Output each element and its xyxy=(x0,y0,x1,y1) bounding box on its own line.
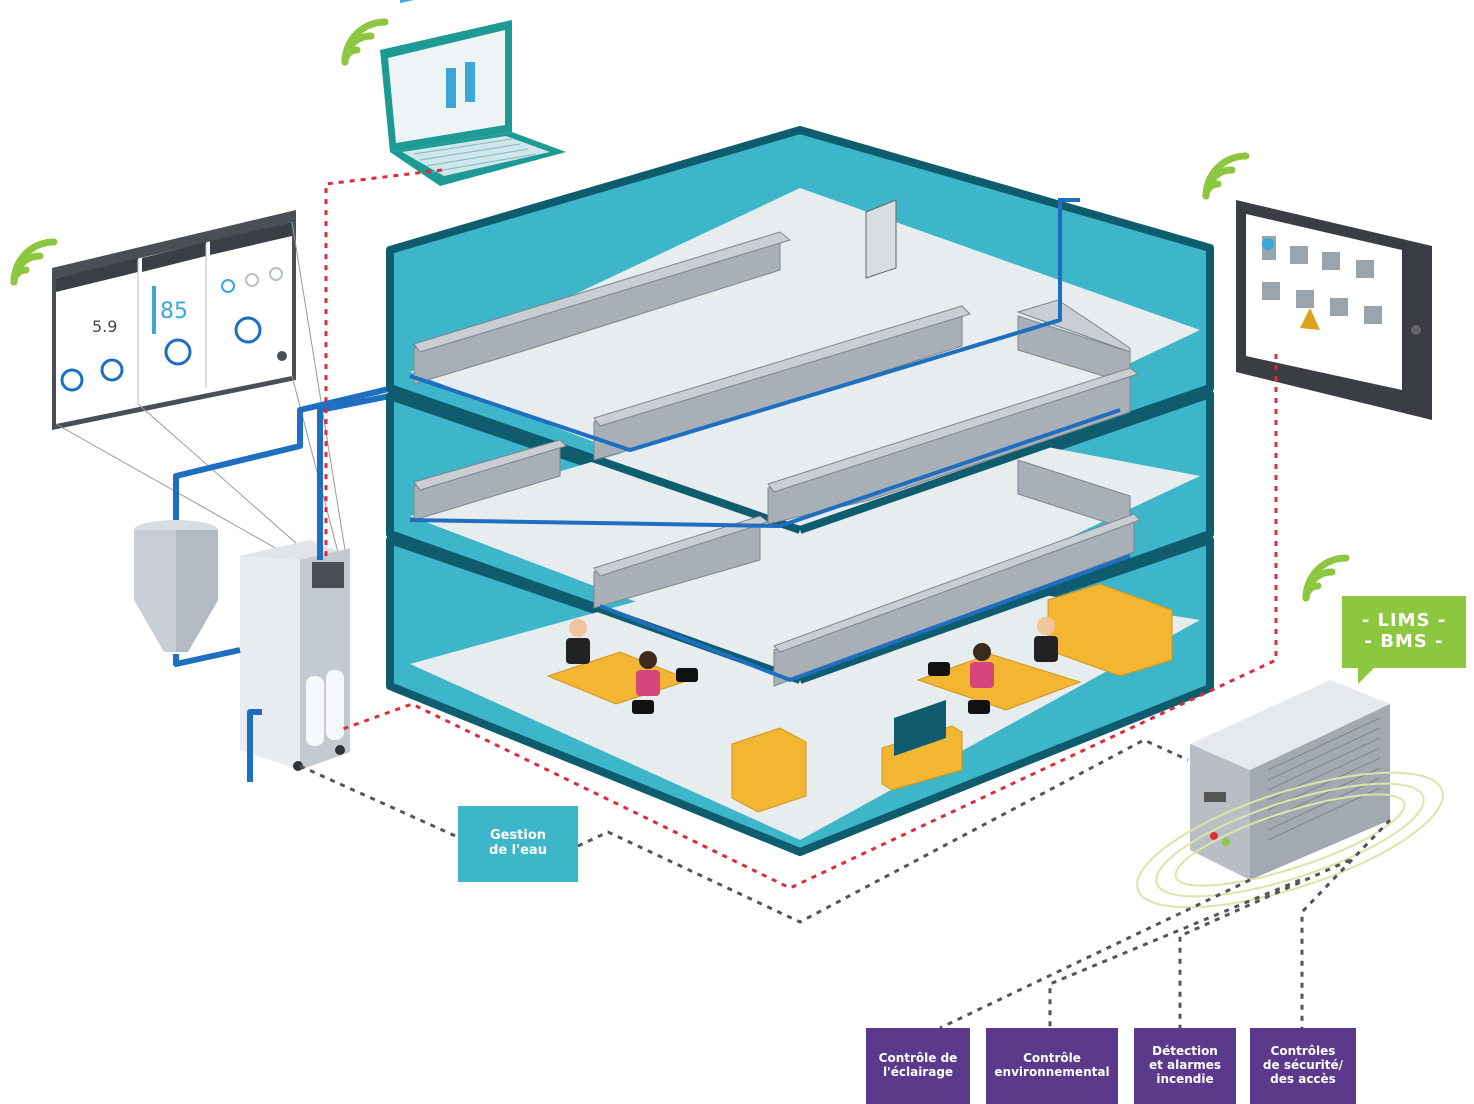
display-monitor xyxy=(894,700,946,756)
security-label-line-1: Contrôles xyxy=(1270,1044,1336,1059)
environment-control-label: Contrôle environnemental xyxy=(986,1028,1118,1104)
water-label-line-1: Gestion xyxy=(489,828,547,844)
laptop xyxy=(380,0,566,186)
water-label-line-2: de l'eau xyxy=(489,843,547,858)
chairs xyxy=(632,662,990,714)
water-management-label: Gestion de l'eau xyxy=(458,806,578,882)
security-access-label: Contrôles de sécurité/ des accès xyxy=(1250,1028,1356,1104)
dark-dashed-connections xyxy=(299,738,1392,1030)
projection-lines xyxy=(55,221,347,573)
tablet xyxy=(1236,200,1432,420)
water-pipes xyxy=(173,381,411,782)
storage-tank xyxy=(134,520,218,652)
bms-label: - BMS - xyxy=(1364,631,1444,652)
lims-label: - LIMS - xyxy=(1361,610,1447,632)
wifi-icon xyxy=(10,238,58,286)
signal-rings xyxy=(1136,771,1444,909)
lighting-label-line-1: Contrôle de xyxy=(878,1051,958,1066)
environment-label-line-2: environnemental xyxy=(994,1065,1110,1079)
screen-value-1: 5.9 xyxy=(92,317,117,336)
lims-bms-label: - LIMS - - BMS - xyxy=(1342,596,1466,668)
lighting-label-line-2: l'éclairage xyxy=(882,1065,954,1079)
lighting-control-label: Contrôle de l'éclairage xyxy=(866,1028,970,1104)
wifi-icon xyxy=(1302,554,1350,602)
fire-label-line-3: incendie xyxy=(1156,1071,1214,1086)
environment-label-line-1: Contrôle xyxy=(1023,1051,1081,1066)
lims-bms-pointer xyxy=(1358,664,1378,684)
bench-pipes xyxy=(409,198,1131,683)
wifi-icon xyxy=(1202,152,1250,200)
fire-label-line-2: et alarmes xyxy=(1148,1058,1222,1073)
security-label-line-3: des accès xyxy=(1270,1071,1336,1086)
screen-value-2: 85 xyxy=(160,299,188,324)
lab-benches xyxy=(413,231,1141,687)
monitoring-screen: 5.9 85 xyxy=(52,210,296,430)
security-label-line-2: de sécurité/ xyxy=(1262,1058,1344,1073)
purification-unit xyxy=(240,540,350,771)
wifi-icon xyxy=(341,18,389,66)
door xyxy=(865,199,897,279)
fire-label-line-1: Détection xyxy=(1152,1044,1218,1059)
office-furniture xyxy=(546,583,1173,813)
people xyxy=(566,617,1058,696)
red-dashed-connections xyxy=(324,168,1278,890)
fire-alarm-label: Détection et alarmes incendie xyxy=(1134,1028,1236,1104)
server-cabinet xyxy=(1190,680,1390,880)
